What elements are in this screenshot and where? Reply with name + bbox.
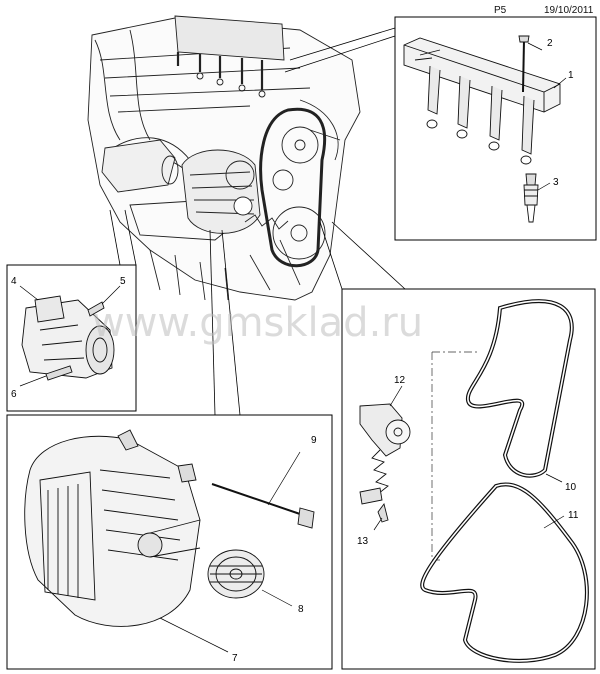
callout-3: 3: [553, 177, 559, 188]
callout-6: 6: [11, 389, 17, 400]
callout-13: 13: [357, 536, 369, 547]
alternator-drawing: [24, 429, 315, 627]
callout-2: 2: [547, 38, 553, 49]
callout-5: 5: [120, 276, 126, 287]
ignition-coil-drawing: [403, 35, 561, 223]
callout-7: 7: [232, 653, 238, 664]
callout-11: 11: [568, 510, 579, 521]
diagram-date: 19/10/2011: [544, 5, 594, 16]
inset-belt: 12 13 10 11: [319, 221, 596, 670]
callout-10: 10: [565, 482, 577, 493]
belt-drawings: [359, 299, 589, 663]
callout-12: 12: [394, 375, 406, 386]
starter-drawing: [21, 295, 115, 381]
callout-9: 9: [311, 435, 317, 446]
page-code: P5: [494, 5, 507, 16]
callout-4: 4: [11, 276, 17, 287]
engine-assembly: [87, 15, 361, 301]
inset-alternator: 9 8 7: [6, 229, 333, 670]
inset-ignition: 2 1 3: [284, 16, 597, 241]
callout-1: 1: [568, 70, 574, 81]
watermark: www.gmsklad.ru: [92, 300, 423, 346]
inset-starter: 4 5 6: [6, 209, 137, 412]
callout-8: 8: [298, 604, 304, 615]
